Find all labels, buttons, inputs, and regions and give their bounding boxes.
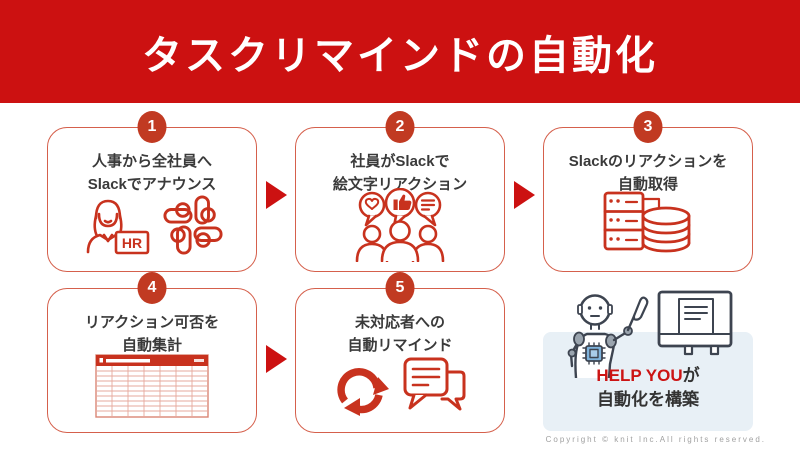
cpu-chip-icon (582, 342, 606, 365)
step-box-2: 2 社員がSlackで 絵文字リアクション (295, 111, 505, 272)
step-box-3: 3 Slackのリアクションを 自動取得 (543, 111, 753, 272)
monitor-icon (657, 290, 733, 356)
step-2-number-badge: 2 (385, 111, 415, 143)
step-4-title: リアクション可否を 自動集計 (48, 311, 256, 357)
step-4-line-1: リアクション可否を (84, 314, 220, 331)
step-2-icons (296, 187, 504, 263)
step-5-line-1: 未対応者への (354, 314, 445, 331)
step-2-line-2: 絵文字リアクション (332, 176, 468, 193)
result-box: HELP YOUが 自動化を構築 (543, 288, 753, 433)
step-3-title: Slackのリアクションを 自動取得 (544, 150, 752, 196)
chat-bubbles-icon (402, 355, 468, 417)
step-5-number-badge: 5 (385, 272, 415, 304)
hr-sign-label: HR (122, 235, 142, 251)
flow-arrow-4-5 (266, 345, 287, 373)
result-line-1: HELP YOUが (543, 364, 753, 388)
step-1-icons: HR (48, 187, 256, 263)
step-2-line-1: 社員がSlackで (350, 153, 450, 170)
step-5-title: 未対応者への 自動リマインド (296, 311, 504, 357)
step-1-title: 人事から全社員へ Slackでアナウンス (48, 150, 256, 196)
step-box-4: 4 リアクション可否を 自動集計 (47, 272, 257, 433)
step-3-line-1: Slackのリアクションを (568, 153, 728, 170)
result-icons (555, 286, 741, 378)
brand-suffix: が (682, 366, 700, 385)
hr-person-icon: HR (80, 194, 152, 256)
page-title: タスクリマインドの自動化 (142, 33, 658, 78)
result-text: HELP YOUが 自動化を構築 (543, 364, 753, 412)
emoji-reaction-people-icon (348, 188, 452, 262)
robot-icon (567, 294, 649, 378)
copyright-text: Copyright © knit Inc.All rights reserved… (545, 435, 766, 444)
spreadsheet-icon (95, 354, 209, 418)
step-3-line-2: 自動取得 (617, 176, 678, 193)
slack-logo-icon (162, 194, 224, 256)
result-line-2: 自動化を構築 (597, 390, 699, 409)
step-box-5: 5 未対応者への 自動リマインド (295, 272, 505, 433)
step-2-title: 社員がSlackで 絵文字リアクション (296, 150, 504, 196)
brand-name: HELP YOU (596, 366, 683, 385)
step-1-line-2: Slackでアナウンス (87, 176, 217, 193)
flow-arrow-1-2 (266, 181, 287, 209)
step-box-1: 1 人事から全社員へ Slackでアナウンス HR (47, 111, 257, 272)
step-4-icons (48, 348, 256, 424)
header-banner: タスクリマインドの自動化 (0, 0, 800, 103)
step-4-number-badge: 4 (137, 272, 167, 304)
flow-arrow-2-3 (514, 181, 535, 209)
server-database-icon (601, 189, 695, 261)
step-4-line-2: 自動集計 (121, 337, 182, 354)
step-1-number-badge: 1 (137, 111, 167, 143)
step-3-number-badge: 3 (633, 111, 663, 143)
step-3-icons (544, 187, 752, 263)
step-5-icons (296, 348, 504, 424)
refresh-sync-icon (332, 355, 392, 417)
step-1-line-1: 人事から全社員へ (91, 153, 212, 170)
step-5-line-2: 自動リマインド (347, 337, 453, 354)
